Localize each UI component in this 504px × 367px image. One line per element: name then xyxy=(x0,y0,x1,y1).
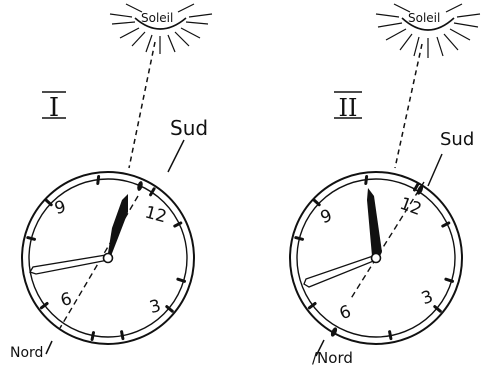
clock-2-numeral-3: 3 xyxy=(419,287,436,309)
south-tick-1 xyxy=(168,140,184,172)
sun-1-label: Soleil xyxy=(141,11,173,25)
clock-1-twelve-marker xyxy=(136,181,143,192)
sun-line-1 xyxy=(129,42,155,168)
clock-1-numeral-9: 9 xyxy=(52,197,68,219)
sun-2-label: Soleil xyxy=(408,11,440,25)
clock-1: 9 12 3 6 xyxy=(22,172,194,344)
clock-1-numeral-3: 3 xyxy=(147,296,163,318)
north-label-2: /Nord xyxy=(312,349,353,367)
north-tick-1 xyxy=(46,341,52,354)
clock-2-hour-hand xyxy=(367,188,382,260)
clock-2-minute-hand xyxy=(304,256,376,287)
panel-2: Soleil II Sud xyxy=(290,4,480,367)
panel-1: Soleil I Sud xyxy=(10,4,212,361)
clock-1-center xyxy=(104,254,113,263)
clock-1-numeral-6: 6 xyxy=(58,289,74,311)
south-label-1: Sud xyxy=(170,116,208,140)
svg-text:I: I xyxy=(49,93,59,123)
north-label-1: Nord xyxy=(10,345,43,361)
clock-2: 9 12 3 6 xyxy=(290,172,462,344)
panel-2-roman-numeral: II xyxy=(334,92,362,122)
clock-2-bisector xyxy=(350,182,424,300)
sun-2: Soleil xyxy=(376,4,480,58)
panel-1-roman-numeral: I xyxy=(42,92,66,123)
clock-2-numeral-9: 9 xyxy=(318,206,335,228)
clock-2-numeral-12: 12 xyxy=(397,194,424,220)
clock-1-minute-hand xyxy=(30,255,108,274)
south-tick-2 xyxy=(428,154,442,186)
clock-2-center xyxy=(372,254,381,263)
sun-1: Soleil xyxy=(110,4,212,54)
clock-1-numeral-12: 12 xyxy=(143,203,169,228)
south-label-2: Sud xyxy=(440,129,474,150)
clock-1-hour-hand xyxy=(108,194,128,256)
sun-line-2 xyxy=(395,44,422,168)
svg-text:II: II xyxy=(339,94,358,122)
clock-2-numeral-6: 6 xyxy=(337,302,354,324)
